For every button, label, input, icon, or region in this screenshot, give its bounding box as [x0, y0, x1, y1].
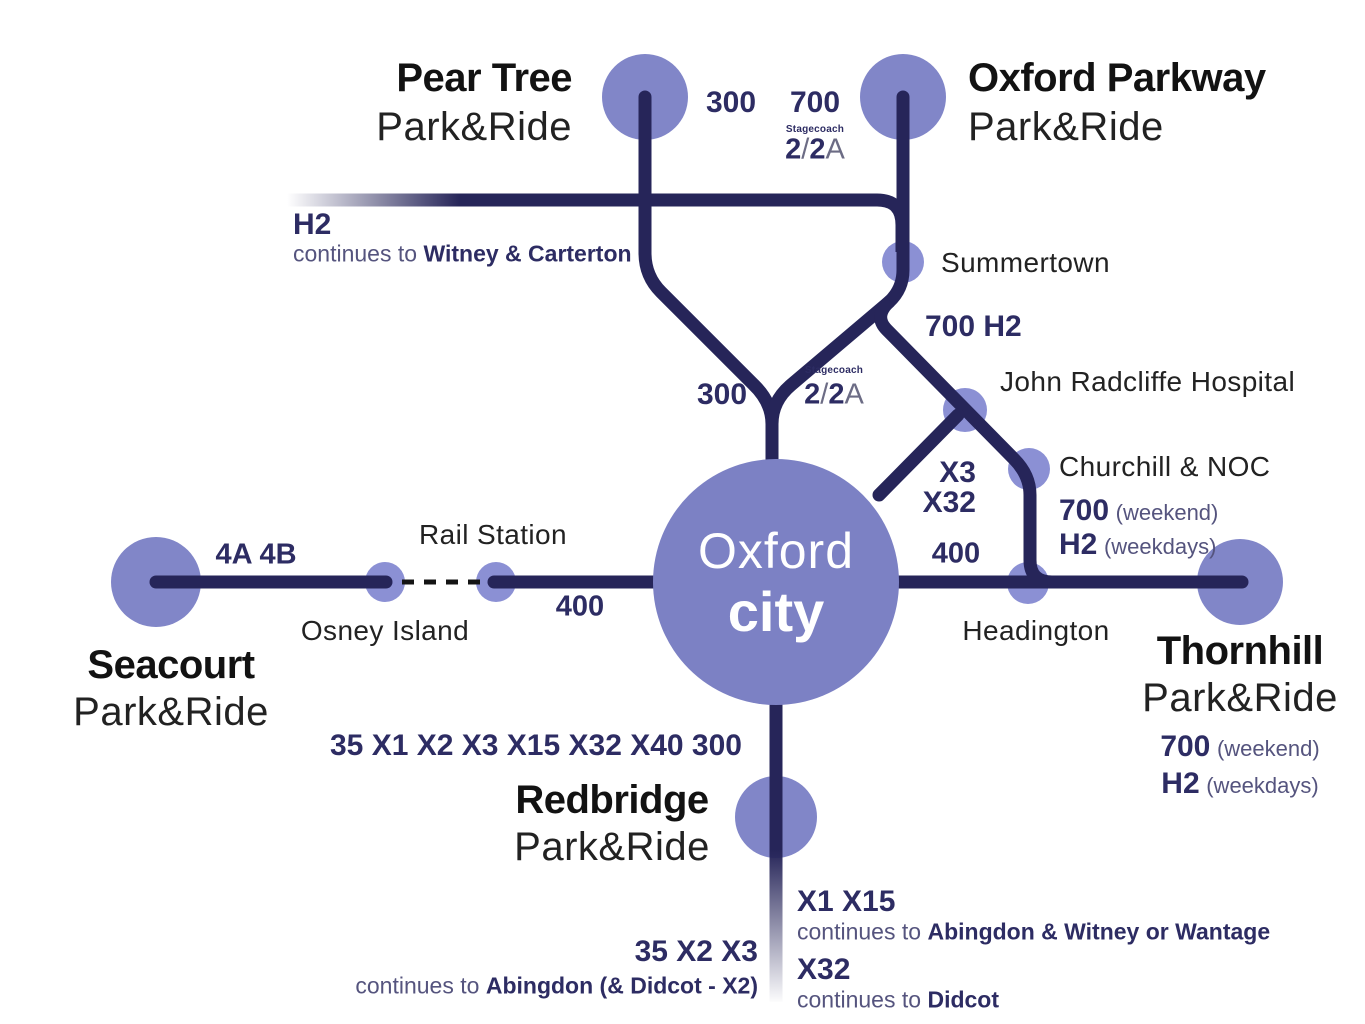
weekend-note: (weekend)	[1115, 500, 1219, 525]
route-label-h2: H2	[1161, 767, 1200, 800]
continues-to-text: continues to	[293, 240, 418, 267]
city-circle-line2: city	[727, 580, 825, 643]
redbridge-routes-label: 35 X1 X2 X3 X15 X32 X40 300	[330, 729, 742, 762]
pear-tree-type: Park&Ride	[376, 105, 572, 149]
continuation-destination: Abingdon & Witney or Wantage	[927, 918, 1271, 945]
route-2a-light: A	[825, 133, 845, 166]
oxford-parkway-type: Park&Ride	[968, 105, 1164, 149]
route-slash: /	[820, 378, 829, 411]
x32-routes-label: X32	[797, 953, 851, 986]
john-radcliffe-label: John Radcliffe Hospital	[1000, 366, 1296, 397]
route-label-h2: H2	[1059, 528, 1098, 561]
stagecoach-operator-label-top: Stagecoach	[785, 124, 845, 135]
redbridge-type: Park&Ride	[514, 825, 710, 869]
rail-station-label: Rail Station	[419, 519, 567, 550]
weekday-note: (weekdays)	[1206, 773, 1319, 798]
35-x2-x3-routes-label: 35 X2 X3	[634, 935, 758, 968]
route-label-400-west: 400	[555, 590, 605, 623]
route-label-2-2a-mid: 2/2A	[804, 378, 864, 411]
seacourt-type: Park&Ride	[73, 690, 269, 734]
x3-x32-branch-line	[872, 408, 965, 502]
weekend-note: (weekend)	[1216, 736, 1320, 761]
route-2-bold: 2	[804, 378, 821, 411]
route-2-bold: 2	[785, 133, 802, 166]
oxford-city-circle	[653, 459, 899, 705]
continues-to-text: continues to	[355, 972, 480, 999]
h2-route-label: H2	[293, 208, 332, 241]
stagecoach-operator-label-mid: Stagecoach	[804, 365, 864, 376]
headington-label: Headington	[962, 615, 1110, 646]
route-label-700: 700	[1160, 730, 1211, 763]
churchill-weekend-routes: 700(weekend)	[1059, 496, 1218, 526]
route-label-4a-4b: 4A 4B	[215, 538, 297, 571]
route-2-bold: 2	[809, 133, 826, 166]
osney-island-label: Osney Island	[300, 615, 470, 646]
route-2a-light: A	[844, 378, 864, 411]
oxford-parkway-route-line	[765, 90, 910, 472]
thornhill-name: Thornhill	[1156, 629, 1324, 673]
route-label-700-h2: 700 H2	[925, 310, 1022, 343]
churchill-noc-label: Churchill & NOC	[1059, 451, 1271, 482]
thornhill-weekend-routes: 700(weekend)	[1160, 732, 1319, 762]
city-circle-line1: Oxford	[697, 523, 855, 579]
route-label-x3: X3	[939, 456, 976, 489]
route-label-400-east: 400	[931, 537, 981, 570]
700-h2-branch-line	[874, 296, 1053, 589]
route-2-bold: 2	[828, 378, 845, 411]
continuation-destination: Didcot	[927, 986, 1000, 1013]
route-label-x32: X32	[922, 486, 976, 519]
churchill-weekday-routes: H2(weekdays)	[1059, 530, 1216, 560]
route-label-2-2a-top: 2/2A	[785, 133, 845, 166]
oxford-parkway-name: Oxford Parkway	[968, 56, 1266, 100]
route-label-700: 700	[1059, 494, 1110, 527]
summertown-label: Summertown	[941, 247, 1110, 278]
route-label-300-top: 300	[705, 86, 757, 119]
thornhill-weekday-routes: H2(weekdays)	[1161, 769, 1318, 799]
continuation-destination: Witney & Carterton	[423, 240, 632, 267]
continues-to-text: continues to	[797, 918, 922, 945]
weekday-note: (weekdays)	[1103, 534, 1217, 559]
route-label-700-top: 700	[789, 86, 841, 119]
continues-to-text: continues to	[797, 986, 922, 1013]
route-label-300-mid: 300	[696, 378, 748, 411]
redbridge-name: Redbridge	[515, 778, 709, 822]
pear-tree-name: Pear Tree	[396, 56, 572, 100]
continuation-destination: Abingdon (& Didcot - X2)	[485, 972, 758, 999]
x1-x15-routes-label: X1 X15	[797, 885, 896, 918]
route-slash: /	[801, 133, 810, 166]
seacourt-name: Seacourt	[87, 643, 255, 687]
thornhill-type: Park&Ride	[1142, 676, 1338, 720]
